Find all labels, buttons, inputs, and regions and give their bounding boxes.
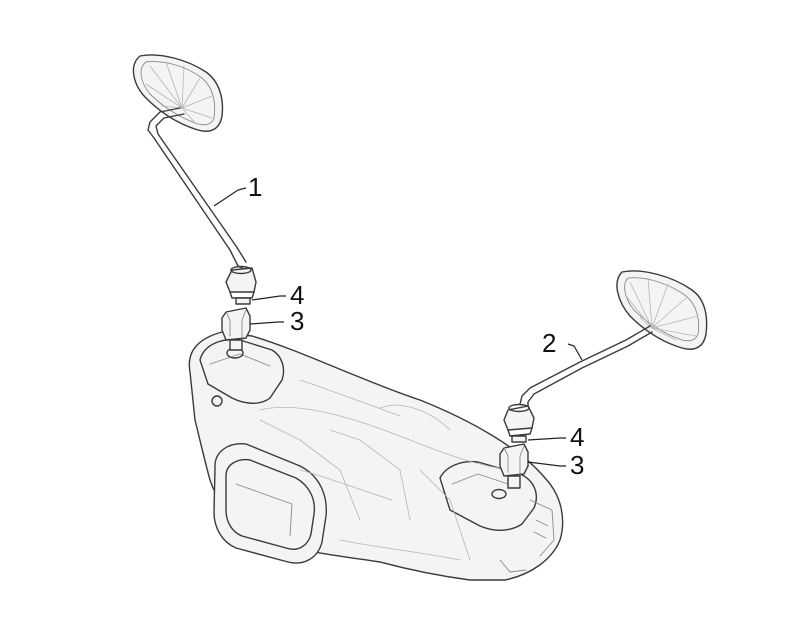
left-mirror: [132, 54, 257, 299]
leader-3-left: [249, 321, 284, 325]
leader-3-right: [527, 461, 566, 467]
callout-1: 1: [248, 172, 262, 202]
handlebar-cover: [188, 331, 564, 581]
left-nut: [221, 307, 251, 351]
right-washer: [511, 435, 527, 443]
leader-lines: [213, 187, 583, 467]
leader-2: [567, 343, 583, 361]
callout-4-right: 4: [570, 422, 584, 452]
callout-2: 2: [542, 328, 556, 358]
leader-4-right: [527, 437, 566, 441]
callout-3-left: 3: [290, 306, 304, 336]
right-nut: [499, 443, 529, 489]
callouts: 1 2 4 3 4 3: [248, 172, 584, 480]
right-mirror: [503, 270, 708, 437]
leader-4-left: [251, 295, 286, 301]
leader-1: [213, 187, 247, 207]
left-washer: [235, 297, 251, 305]
callout-3-right: 3: [570, 450, 584, 480]
callout-4-left: 4: [290, 280, 304, 310]
